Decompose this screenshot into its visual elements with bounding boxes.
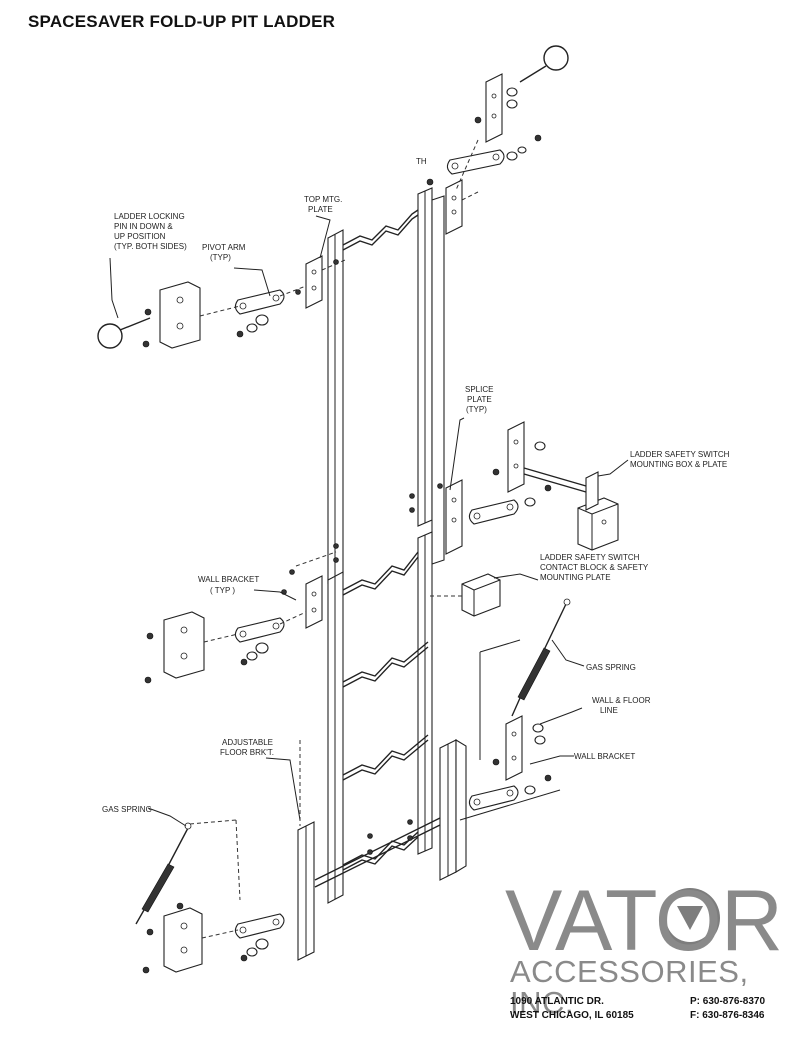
label-contact-block-2: CONTACT BLOCK & SAFETY (540, 563, 649, 572)
label-ladder-locking-pin-3: UP POSITION (114, 232, 166, 241)
label-gas-spring-left: GAS SPRING (102, 805, 152, 814)
label-contact-block-3: MOUNTING PLATE (540, 573, 611, 582)
label-ladder-locking-pin-1: LADDER LOCKING (114, 212, 185, 221)
address-line-2: WEST CHICAGO, IL 60185 (510, 1010, 634, 1021)
label-switch-box-2: MOUNTING BOX & PLATE (630, 460, 727, 469)
label-ladder-locking-pin-4: (TYP. BOTH SIDES) (114, 242, 187, 251)
label-gas-spring-right: GAS SPRING (586, 663, 636, 672)
label-top-mtg-plate-2: PLATE (308, 205, 333, 214)
label-splice-plate-2: PLATE (467, 395, 492, 404)
label-splice-plate-3: (TYP) (466, 405, 487, 414)
label-ladder-locking-pin-2: PIN IN DOWN & (114, 222, 173, 231)
fax-number: F: 630-876-8346 (690, 1010, 765, 1021)
leader-lines (109, 215, 629, 827)
label-adjustable-floor-1: ADJUSTABLE (222, 738, 273, 747)
right-gas-spring-assembly (459, 598, 571, 821)
label-top-mtg-plate-1: TOP MTG. (304, 195, 342, 204)
middle-left-wall-bracket-assembly (144, 543, 339, 684)
label-pivot-arm-2: (TYP) (210, 253, 231, 262)
label-wall-floor-line-1: WALL & FLOOR (592, 696, 651, 705)
label-wall-bracket-right: WALL BRACKET (574, 752, 635, 761)
label-wall-bracket-left-2: ( TYP ) (210, 586, 235, 595)
callout-labels: LADDER LOCKING PIN IN DOWN & UP POSITION… (102, 157, 730, 814)
lower-left-floor-bracket-assembly (135, 740, 413, 974)
top-left-bracket-assembly (97, 255, 346, 349)
address-line-1: 1090 ATLANTIC DR. (510, 996, 604, 1007)
label-adjustable-floor-2: FLOOR BRK'T. (220, 748, 274, 757)
diagram-title: SPACESAVER FOLD-UP PIT LADDER (28, 12, 336, 31)
label-th: TH (416, 157, 427, 166)
middle-right-splice-assembly (409, 421, 619, 617)
company-logo-word: VATOR (505, 873, 783, 969)
company-logo-subtitle: ACCESSORIES, INC. (510, 954, 749, 1020)
top-right-bracket-assembly (426, 45, 569, 235)
label-switch-box-1: LADDER SAFETY SWITCH (630, 450, 730, 459)
label-wall-floor-line-2: LINE (600, 706, 618, 715)
label-splice-plate-1: SPLICE (465, 385, 493, 394)
lower-ladder-section (314, 531, 467, 904)
label-contact-block-1: LADDER SAFETY SWITCH (540, 553, 640, 562)
upper-ladder-section (327, 187, 445, 584)
phone-number: P: 630-876-8370 (690, 996, 766, 1007)
logo-triangle-icon (660, 888, 720, 948)
label-wall-bracket-left-1: WALL BRACKET (198, 575, 259, 584)
label-pivot-arm-1: PIVOT ARM (202, 243, 246, 252)
